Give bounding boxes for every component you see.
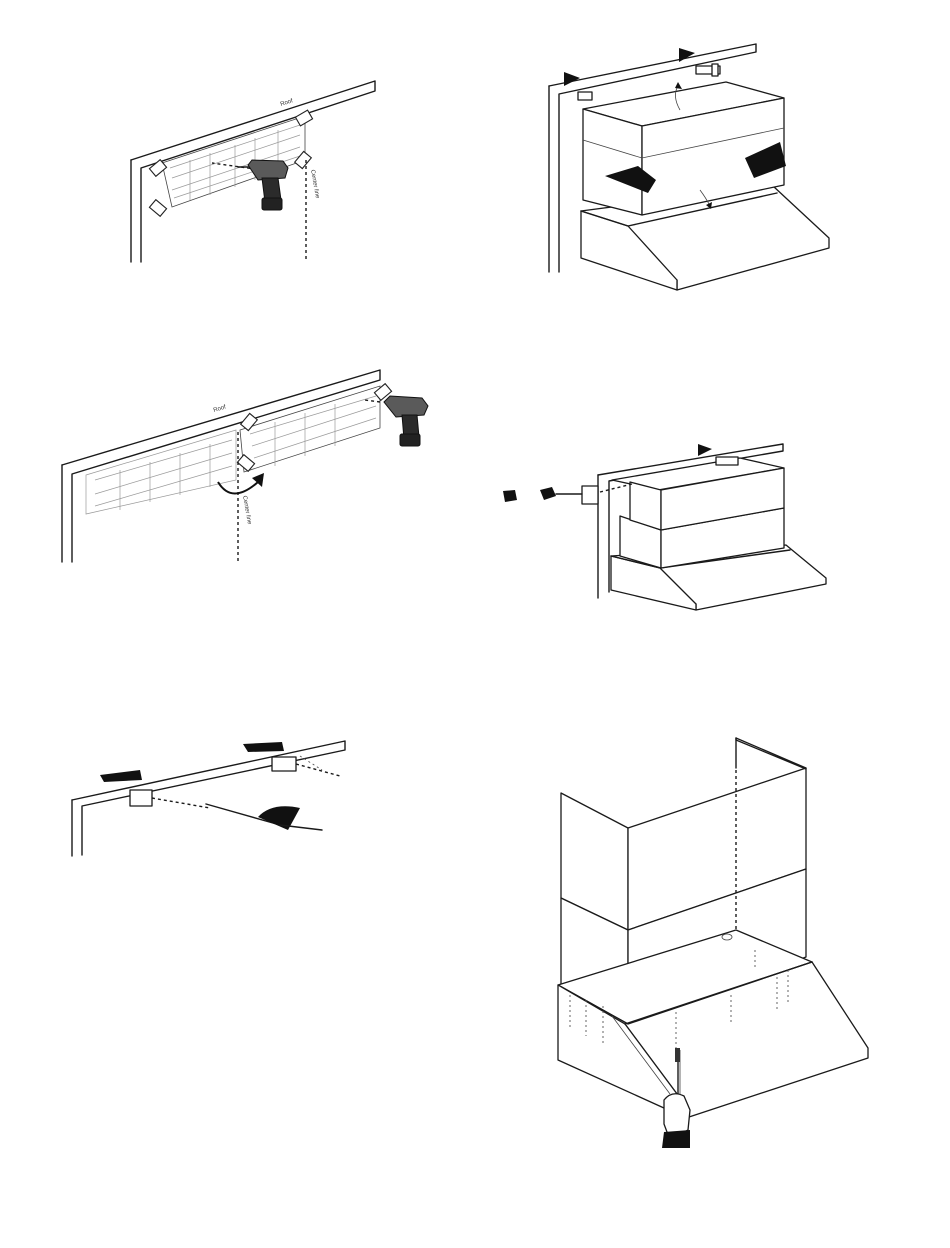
tape-icon [295, 151, 312, 168]
wall-bracket [582, 486, 598, 504]
drill-icon [238, 160, 288, 210]
wall-bracket [578, 92, 592, 100]
arrow-down-icon [243, 742, 284, 752]
screwdriver-icon [503, 487, 582, 502]
arrow-down-icon [698, 444, 712, 456]
screwdriver-icon [206, 804, 322, 830]
figure-chimney-placement [549, 44, 829, 290]
arrow-down-icon [679, 48, 695, 62]
chimney-front [583, 109, 642, 215]
tape-icon [241, 413, 258, 430]
figure-secure-chimney [503, 444, 826, 610]
roof-label: Roof [213, 404, 227, 414]
tape-icon [149, 200, 166, 217]
wall-bracket [272, 757, 296, 771]
figure-template-drilling: Roof Center line [131, 81, 375, 262]
center-line-label: Center line [309, 169, 320, 199]
figure-bracket-mount [72, 741, 345, 856]
roof-label: Roof [280, 98, 294, 108]
wall-bracket [716, 457, 738, 465]
wall-bracket [712, 64, 718, 76]
arrow-down-icon [564, 72, 580, 86]
arrow-down-icon [100, 770, 142, 782]
figure-template-rotated: Roof Center line [62, 370, 428, 562]
drill-icon [384, 396, 428, 446]
center-line-label: Center line [241, 495, 252, 525]
figure-final-assembly [558, 738, 868, 1148]
wall-bracket [130, 790, 152, 806]
tape-icon [237, 455, 254, 472]
